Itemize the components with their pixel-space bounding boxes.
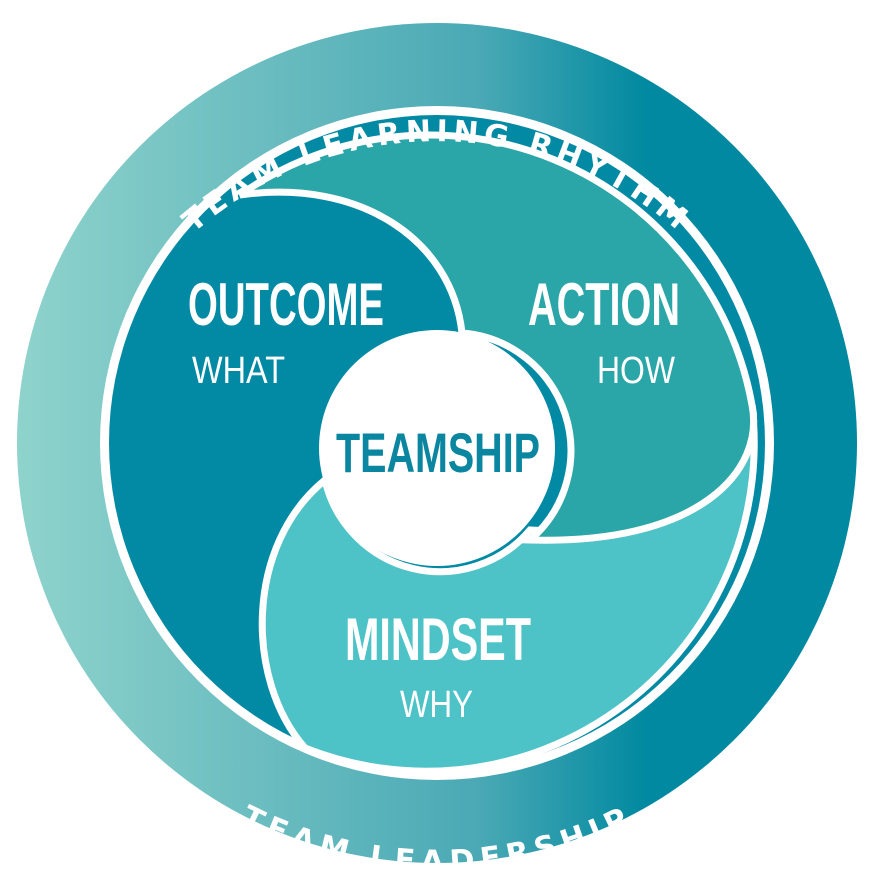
outcome-title: OUTCOME — [188, 271, 384, 338]
mindset-subtitle: WHY — [400, 684, 473, 726]
mindset-title: MINDSET — [345, 606, 531, 673]
center-label: TEAMSHIP — [336, 421, 540, 484]
action-title: ACTION — [528, 271, 680, 338]
mindset-segment — [258, 404, 758, 775]
center-circle — [319, 330, 555, 566]
outcome-subtitle: WHAT — [192, 350, 285, 392]
action-subtitle: HOW — [597, 350, 675, 392]
